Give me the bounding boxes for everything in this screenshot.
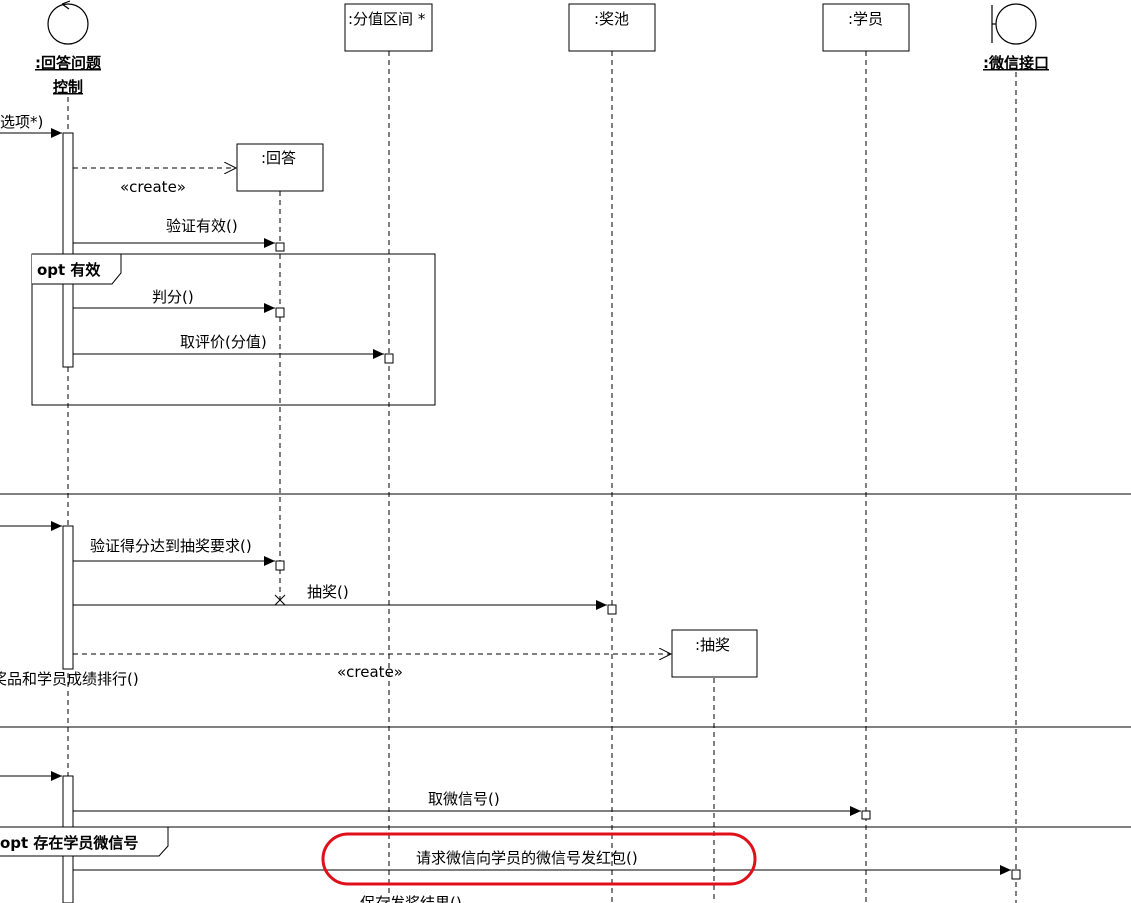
pool-header-box (568, 3, 656, 52)
judge-label: 判分() (152, 288, 194, 306)
highlight-ellipse (321, 832, 757, 886)
answer-label: :回答 (261, 149, 296, 167)
control-activation-1 (62, 132, 74, 368)
get-comment-activation (384, 353, 394, 364)
opt-wechat-tab (0, 826, 169, 857)
control-label-line1: :回答问题 (35, 54, 102, 72)
control-label-line2: 控制 (53, 78, 83, 96)
validate-label: 验证有效() (166, 217, 238, 235)
judge-activation (275, 307, 285, 318)
draw-label: 抽奖() (307, 583, 349, 601)
answer-box (236, 143, 324, 192)
range-label: :分值区间 * (348, 10, 426, 28)
control-icon (47, 0, 89, 45)
create-lottery-label: «create» (337, 663, 403, 681)
get-wechat-label: 取微信号() (428, 790, 500, 808)
opt-valid-tab (32, 253, 122, 285)
check-lottery-label: 验证得分达到抽奖要求() (90, 537, 252, 555)
prize-rank-label: 奖品和学员成绩排行() (0, 670, 139, 688)
answer-destroy-icon (274, 594, 286, 606)
wechat-label: :微信接口 (983, 54, 1049, 72)
request-redpacket-activation (1011, 869, 1021, 880)
opt-wechat-label: opt 存在学员微信号 (0, 834, 138, 852)
create-answer-label: «create» (120, 178, 186, 196)
opt-valid-frame (31, 253, 436, 406)
range-header-box (344, 3, 433, 52)
pool-label: :奖池 (594, 10, 629, 28)
student-header-box (822, 3, 910, 52)
opt-valid-label: opt 有效 (37, 261, 101, 279)
draw-activation (607, 604, 617, 615)
boundary-icon (991, 3, 1037, 45)
student-label: :学员 (848, 10, 883, 28)
save-result-label: 保存发奖结果() (360, 894, 462, 903)
validate-activation (275, 242, 285, 252)
get-wechat-activation (861, 810, 871, 820)
lottery-label: :抽奖 (695, 636, 730, 654)
get-comment-label: 取评价(分值) (180, 333, 267, 351)
control-activation-2 (62, 525, 74, 670)
request-redpacket-label: 请求微信向学员的微信号发红包() (416, 849, 638, 867)
check-lottery-activation (275, 560, 285, 571)
incoming-options-label: 选项*) (0, 113, 43, 131)
